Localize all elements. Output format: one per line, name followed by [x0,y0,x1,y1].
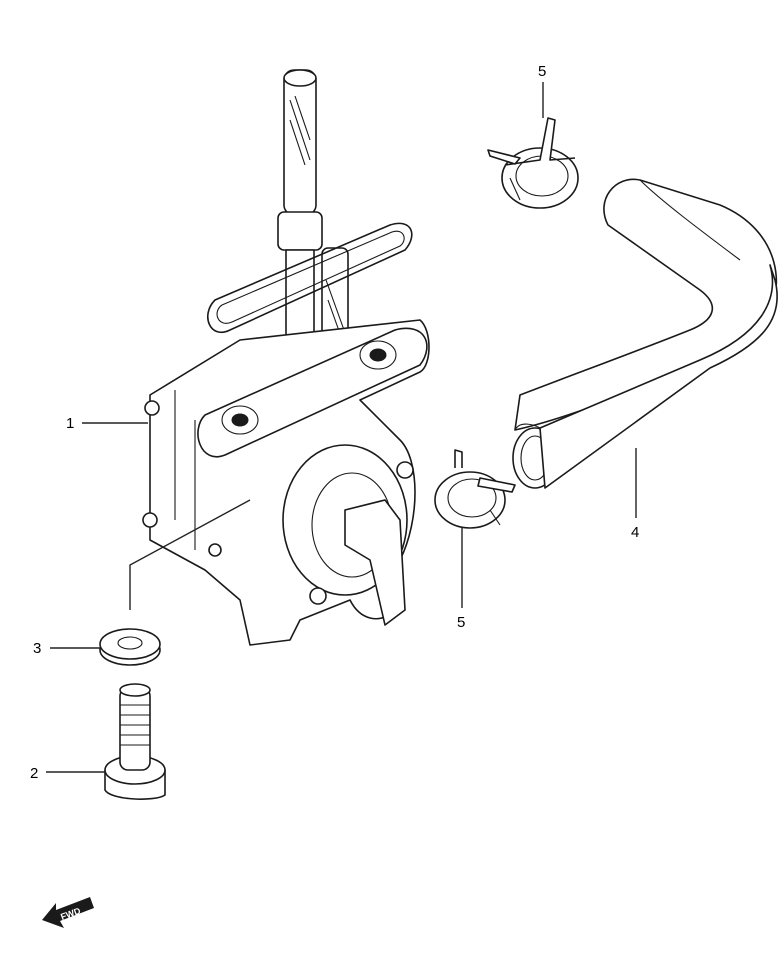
callout-2: 2 [30,765,38,782]
fuel-cock [142,69,430,646]
callout-5-lower: 5 [457,614,465,631]
clamp-lower [434,449,516,529]
fwd-arrow-icon: FWD [42,897,94,928]
bolt [104,683,166,800]
washer [99,628,161,666]
callout-1: 1 [66,415,74,432]
callout-5-upper: 5 [538,63,546,80]
callout-3: 3 [33,640,41,657]
callout-4: 4 [631,524,639,541]
clamp-upper [487,117,579,209]
hose [512,178,778,489]
leader-line-3-a [129,499,251,610]
